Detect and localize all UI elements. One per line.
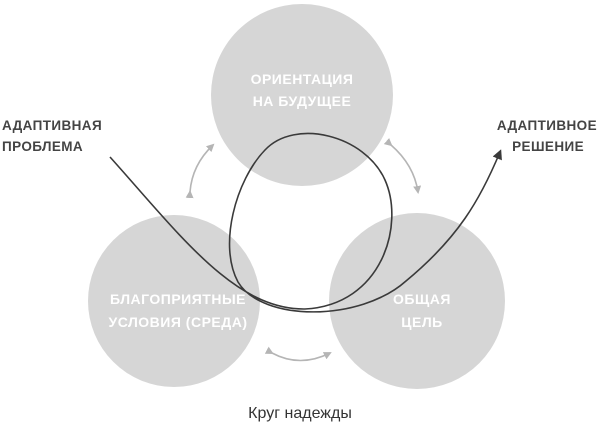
problem-label-line2: ПРОБЛЕМА (2, 139, 83, 154)
diagram-caption: Круг надежды (248, 405, 352, 422)
circle-future-orientation (211, 4, 393, 186)
environment-label-line2: УСЛОВИЯ (СРЕДА) (108, 314, 247, 330)
adaptive-path-curve (109, 132, 502, 313)
future-label-line2: НА БУДУЩЕЕ (253, 93, 352, 109)
goal-label-line1: ОБЩАЯ (393, 291, 451, 307)
environment-label-line1: БЛАГОПРИЯТНЫЕ (110, 291, 246, 307)
arrow-future-goal (383, 138, 422, 194)
circle-common-goal (329, 213, 505, 389)
circle-favorable-conditions (88, 215, 260, 387)
solution-label-line2: РЕШЕНИЕ (512, 139, 584, 154)
goal-label-line2: ЦЕЛЬ (401, 314, 442, 330)
arrow-future-environment (185, 143, 215, 199)
solution-label-line1: АДАПТИВНОЕ (497, 118, 597, 133)
arrow-environment-goal (264, 346, 332, 362)
problem-label-line1: АДАПТИВНАЯ (2, 118, 102, 133)
future-label-line1: ОРИЕНТАЦИЯ (251, 71, 354, 87)
